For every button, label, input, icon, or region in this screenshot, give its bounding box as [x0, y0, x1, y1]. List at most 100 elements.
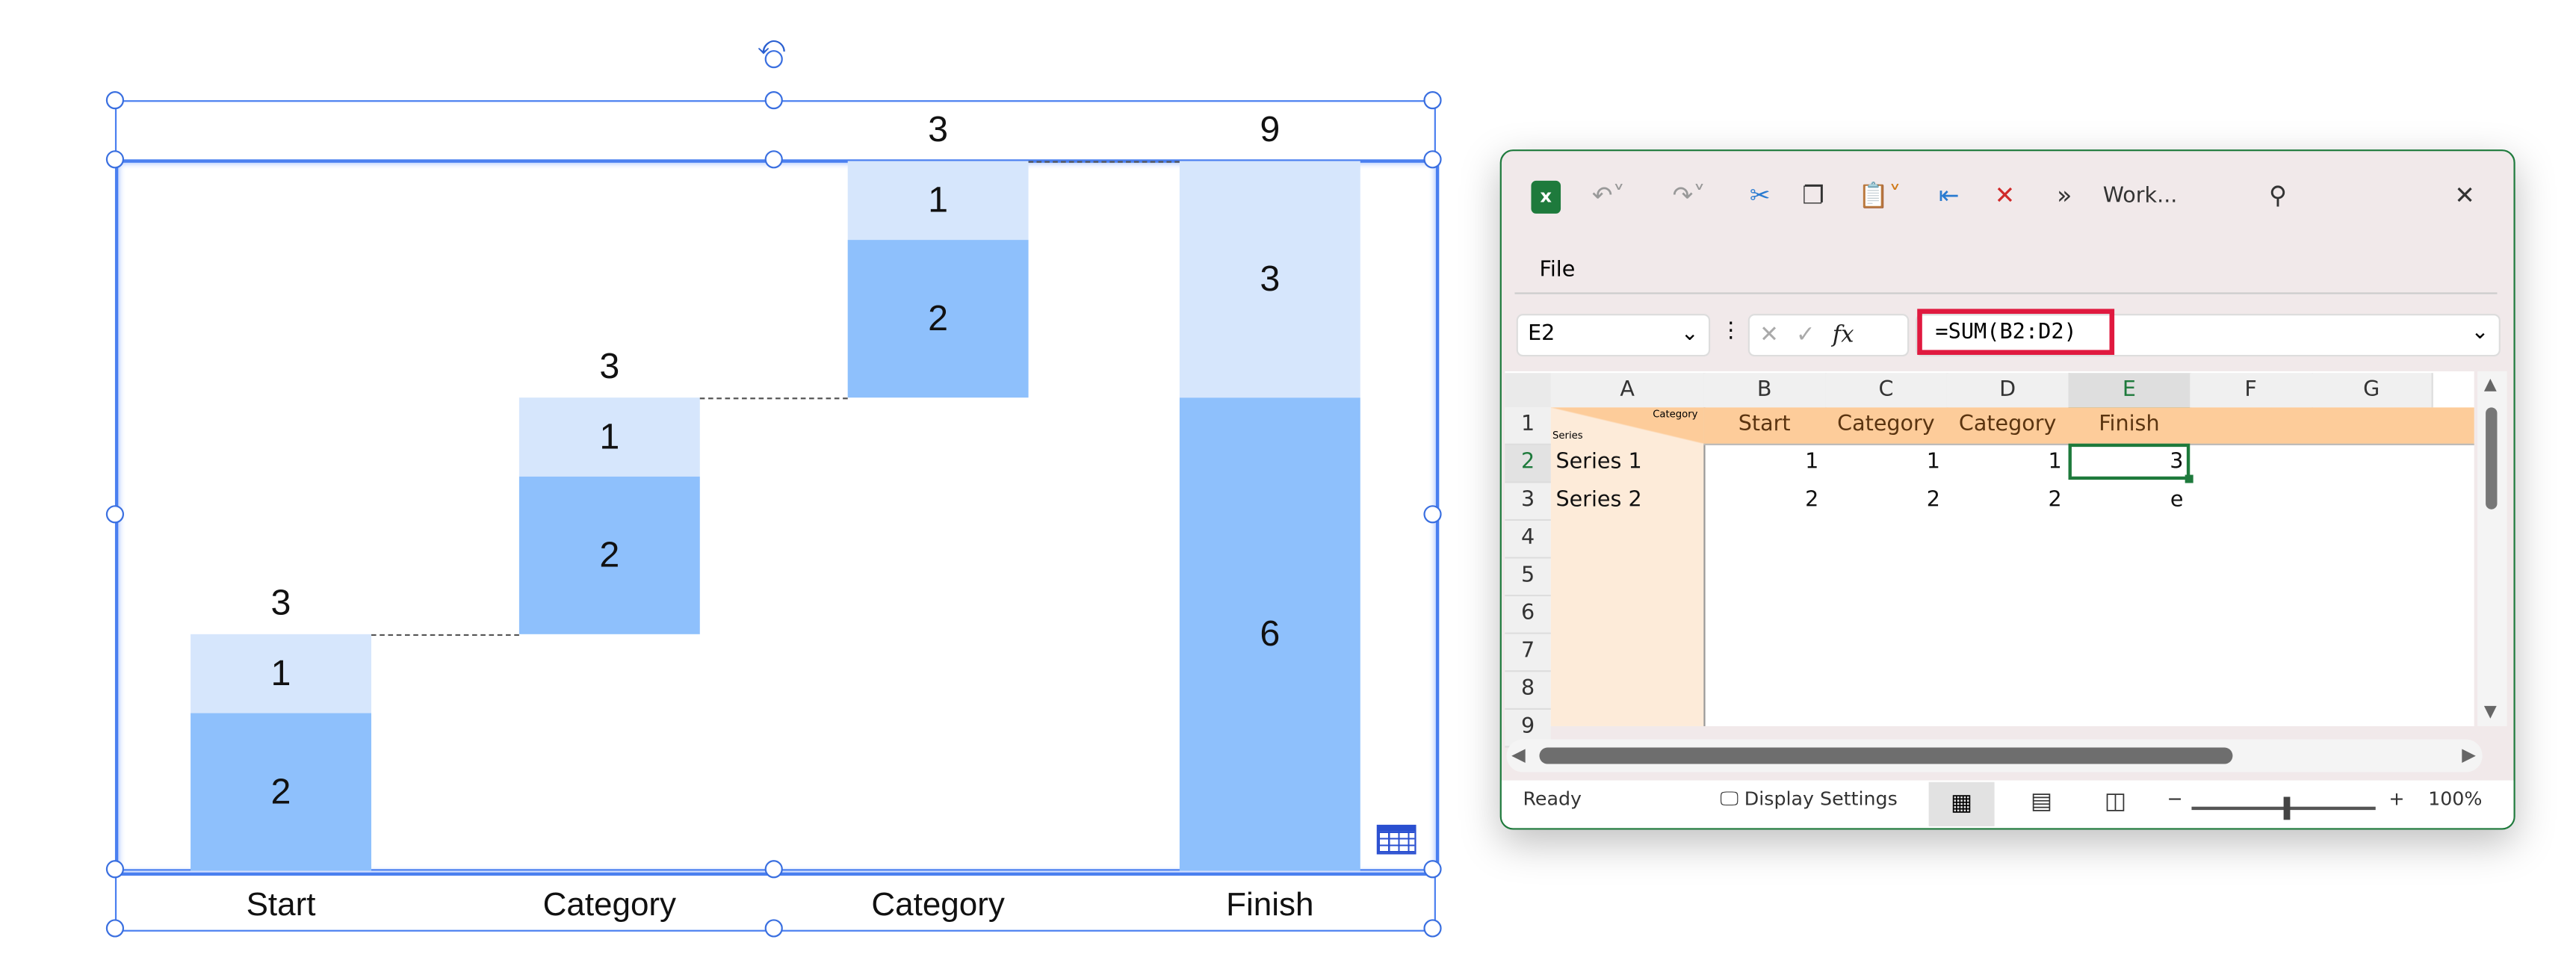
- vertical-scrollbar[interactable]: ▲ ▼: [2477, 371, 2507, 726]
- fx-icon[interactable]: fx: [1832, 322, 1854, 349]
- excel-logo-icon: x: [1531, 180, 1561, 214]
- label-column-fill: [1550, 407, 1706, 726]
- insert-column-icon[interactable]: ⇤: [1938, 180, 1960, 211]
- row-header-3[interactable]: 3: [1505, 483, 1551, 522]
- bar-series-1[interactable]: 1: [847, 161, 1029, 241]
- bar-series-1[interactable]: 1: [191, 634, 371, 714]
- page-break-view-icon[interactable]: ◫: [2104, 788, 2127, 815]
- resize-handle[interactable]: [105, 91, 125, 110]
- scroll-right-icon[interactable]: ▶: [2462, 744, 2476, 766]
- resize-handle[interactable]: [764, 919, 783, 938]
- value-cell[interactable]: 1: [2048, 450, 2062, 475]
- scroll-down-icon[interactable]: ▼: [2483, 703, 2497, 722]
- resize-handle[interactable]: [105, 919, 125, 938]
- header-cell[interactable]: Start: [1738, 412, 1791, 437]
- resize-handle[interactable]: [764, 50, 783, 69]
- value-cell[interactable]: e: [2170, 488, 2184, 513]
- horizontal-scroll-thumb[interactable]: [1539, 747, 2233, 764]
- column-header-g[interactable]: G: [2311, 373, 2433, 408]
- bar-series-2[interactable]: 2: [191, 713, 371, 871]
- resize-handle[interactable]: [1423, 150, 1442, 169]
- column-header-d[interactable]: D: [1946, 373, 2070, 408]
- value-cell[interactable]: 2: [1805, 488, 1819, 513]
- scroll-left-icon[interactable]: ◀: [1511, 744, 1526, 766]
- zoom-out-button[interactable]: −: [2167, 787, 2183, 811]
- close-icon[interactable]: ✕: [2454, 180, 2475, 211]
- row-header-6[interactable]: 6: [1505, 596, 1551, 634]
- redo-icon[interactable]: ↷˅: [1672, 180, 1706, 211]
- row-label-cell[interactable]: Series 2: [1555, 488, 1642, 513]
- header-cell[interactable]: Finish: [2099, 412, 2160, 437]
- bar-series-1[interactable]: 1: [518, 397, 700, 477]
- chevron-down-icon[interactable]: ⌄: [2471, 320, 2489, 345]
- zoom-level: 100%: [2428, 787, 2483, 811]
- category-label: Start: [246, 887, 316, 923]
- select-all-corner[interactable]: [1505, 373, 1551, 408]
- row-header-1[interactable]: 1: [1505, 407, 1551, 445]
- row-label-cell[interactable]: Series 1: [1555, 450, 1642, 475]
- file-menu[interactable]: File: [1539, 258, 1576, 283]
- row-header-2[interactable]: 2: [1505, 445, 1551, 483]
- value-cell[interactable]: 1: [1805, 450, 1819, 475]
- display-settings-button[interactable]: 🖵 Display Settings: [1720, 787, 1897, 811]
- value-cell[interactable]: 1: [1926, 450, 1941, 475]
- fill-handle[interactable]: [2185, 474, 2193, 483]
- header-cell[interactable]: Category: [1837, 412, 1935, 437]
- row-header-8[interactable]: 8: [1505, 672, 1551, 710]
- row-header-7[interactable]: 7: [1505, 634, 1551, 672]
- resize-handle[interactable]: [764, 860, 783, 879]
- resize-handle[interactable]: [764, 91, 783, 110]
- vertical-scroll-thumb[interactable]: [2486, 407, 2498, 510]
- more-icon[interactable]: »: [2057, 180, 2072, 211]
- resize-handle[interactable]: [105, 150, 125, 169]
- page-layout-view-icon[interactable]: ▤: [2030, 788, 2053, 815]
- resize-handle[interactable]: [1423, 919, 1442, 938]
- zoom-slider-thumb[interactable]: [2283, 796, 2291, 820]
- header-cell[interactable]: Category: [1958, 412, 2057, 437]
- horizontal-scrollbar[interactable]: ◀ ▶: [1506, 739, 2483, 773]
- chevron-down-icon: ⌄: [1680, 322, 1699, 347]
- corner-category-label: Category: [1653, 409, 1698, 421]
- column-header-c[interactable]: C: [1825, 373, 1949, 408]
- column-header-e[interactable]: E: [2068, 373, 2192, 411]
- bar-series-2[interactable]: 2: [518, 476, 700, 634]
- column-header-b[interactable]: B: [1703, 373, 1827, 408]
- resize-handle[interactable]: [105, 860, 125, 879]
- value-cell[interactable]: 2: [2048, 488, 2062, 513]
- total-label: 3: [928, 108, 949, 150]
- cancel-icon[interactable]: ✕: [1759, 322, 1779, 349]
- copy-icon[interactable]: ❐: [1802, 180, 1824, 211]
- row-header-4[interactable]: 4: [1505, 521, 1551, 559]
- category-label: Category: [871, 887, 1005, 923]
- undo-icon[interactable]: ↶˅: [1591, 180, 1625, 211]
- category-label: Finish: [1226, 887, 1314, 923]
- enter-icon[interactable]: ✓: [1795, 322, 1815, 349]
- normal-view-button[interactable]: ▦: [1928, 782, 1995, 827]
- resize-handle[interactable]: [1423, 860, 1442, 879]
- cut-icon[interactable]: ✂: [1749, 180, 1771, 211]
- column-header-a[interactable]: A: [1550, 373, 1706, 408]
- resize-handle[interactable]: [105, 505, 125, 524]
- value-cell[interactable]: 2: [1926, 488, 1941, 513]
- name-box[interactable]: E2 ⌄: [1516, 314, 1711, 357]
- resize-handle[interactable]: [1423, 91, 1442, 110]
- value-cell[interactable]: 3: [2170, 450, 2184, 475]
- paste-icon[interactable]: 📋˅: [1858, 180, 1901, 211]
- search-icon[interactable]: ⚲: [2268, 180, 2288, 211]
- data-table-icon[interactable]: [1376, 824, 1417, 855]
- column-header-f[interactable]: F: [2190, 373, 2314, 408]
- scroll-up-icon[interactable]: ▲: [2483, 376, 2497, 394]
- bar-series-2[interactable]: 6: [1179, 397, 1360, 871]
- formula-bar[interactable]: ⌄: [1916, 314, 2501, 357]
- more-options-icon[interactable]: ⋮: [1720, 318, 1741, 344]
- formula-text[interactable]: =SUM(B2:D2): [1935, 320, 2077, 345]
- zoom-in-button[interactable]: +: [2388, 787, 2405, 811]
- resize-handle[interactable]: [1423, 505, 1442, 524]
- bar-series-2[interactable]: 2: [847, 240, 1029, 398]
- total-label: 3: [599, 344, 620, 386]
- delete-column-icon[interactable]: ✕: [1994, 180, 2016, 211]
- active-cell-e2[interactable]: [2068, 443, 2190, 480]
- row-header-5[interactable]: 5: [1505, 558, 1551, 597]
- bar-series-1[interactable]: 3: [1179, 161, 1360, 398]
- resize-handle[interactable]: [764, 150, 783, 169]
